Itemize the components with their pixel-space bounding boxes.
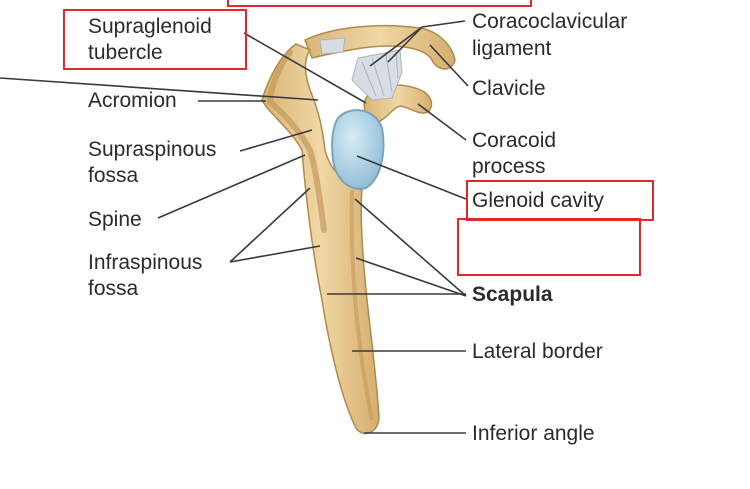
label-supraspinous-line2: fossa <box>88 164 139 187</box>
label-supraspinous-line1: Supraspinous <box>88 138 217 161</box>
label-coracoclavicular-line1: Coracoclavicular <box>472 10 628 33</box>
label-spine: Spine <box>88 208 142 231</box>
label-inferior-angle: Inferior angle <box>472 422 595 445</box>
highlight-box-top <box>227 0 532 7</box>
label-coracoid-line1: Coracoid <box>472 129 557 152</box>
label-scapula: Scapula <box>472 283 553 306</box>
leader-lines <box>0 20 469 434</box>
glenoid-cavity-shape <box>331 109 385 190</box>
scapula-bone <box>261 43 380 435</box>
label-glenoid-cavity: Glenoid cavity <box>472 189 604 212</box>
highlight-box-glenoid <box>466 180 654 221</box>
label-clavicle: Clavicle <box>472 77 546 100</box>
highlight-box-supraglenoid <box>63 9 247 70</box>
label-supraglenoid-line1: Supraglenoid <box>88 15 212 38</box>
label-coracoclavicular-line2: ligament <box>472 37 552 60</box>
label-infraspinous-line2: fossa <box>88 277 139 300</box>
clavicle-bone <box>304 24 456 70</box>
label-coracoid-line2: process <box>472 155 546 178</box>
label-infraspinous-line1: Infraspinous <box>88 251 203 274</box>
label-lateral-border: Lateral border <box>472 340 603 363</box>
highlight-box-blank <box>457 218 641 276</box>
label-supraglenoid-line2: tubercle <box>88 41 163 64</box>
label-acromion: Acromion <box>88 89 177 112</box>
